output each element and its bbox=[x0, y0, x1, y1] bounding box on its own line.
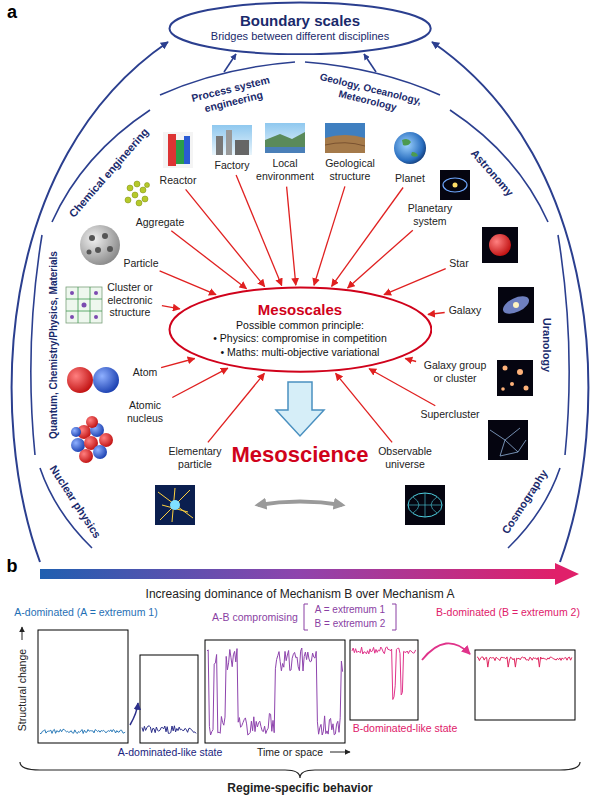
scale-label: Local environment bbox=[252, 157, 318, 182]
panel-letter: b bbox=[7, 556, 18, 578]
regime-label: A-dominated (A = extremum 1) bbox=[14, 606, 157, 619]
axis-label: Time or space bbox=[257, 746, 323, 759]
signal-trace bbox=[207, 648, 343, 735]
ellipse-shape bbox=[169, 2, 430, 54]
signal-trace bbox=[352, 647, 416, 700]
scale-label: Aggregate bbox=[136, 216, 184, 229]
discipline-label: Geology, Oceanology, Meteorology bbox=[306, 69, 430, 121]
scale-label: Atomic nucleus bbox=[120, 399, 170, 424]
scale-label: Supercluster bbox=[421, 408, 480, 421]
state-label: B-dominated-like state bbox=[353, 722, 457, 735]
regime-label: A = extremum 1 bbox=[315, 604, 385, 616]
scale-label: Particle bbox=[123, 257, 158, 270]
converging-arrow bbox=[428, 313, 445, 315]
axis-label: Structural change bbox=[16, 649, 29, 731]
discipline-label: Uranology bbox=[539, 318, 552, 372]
signal-trace bbox=[40, 729, 125, 733]
scale-label: Planet bbox=[395, 172, 425, 185]
converging-arrow bbox=[336, 373, 393, 442]
node-heading: Boundary scales bbox=[200, 12, 400, 30]
mesoscale-ellipse: MesoscalesPossible common principle:• Ph… bbox=[168, 286, 433, 373]
scale-label: Observable universe bbox=[375, 445, 435, 470]
scale-label: Factory bbox=[214, 159, 249, 172]
regime-label: A-B compromising bbox=[212, 611, 298, 624]
node-heading: Mesoscales bbox=[207, 301, 393, 319]
state-label: A-dominated-like state bbox=[118, 746, 222, 759]
node-text-block: Boundary scalesBridges between different… bbox=[200, 12, 400, 44]
boundary-ellipse: Boundary scalesBridges between different… bbox=[168, 1, 432, 56]
discipline-label: Cosmography bbox=[499, 467, 550, 536]
converging-arrow bbox=[287, 187, 296, 286]
signal-trace bbox=[142, 726, 196, 734]
signal-trace bbox=[477, 657, 572, 667]
converging-arrow bbox=[171, 231, 246, 289]
converging-arrow bbox=[161, 359, 195, 368]
axis-caption: Increasing dominance of Mechanism B over… bbox=[146, 587, 455, 601]
scale-label: Galaxy bbox=[449, 304, 482, 317]
regime-label: B = extremum 2 bbox=[315, 618, 386, 630]
node-text: Possible common principle: bbox=[207, 319, 393, 332]
node-text: • Physics: compromise in competition bbox=[207, 332, 393, 345]
converging-arrow bbox=[160, 271, 216, 295]
converging-arrow bbox=[162, 306, 180, 309]
discipline-label: Quantum, Chemistry/Physics, Materials bbox=[48, 251, 60, 439]
converging-arrow bbox=[384, 269, 446, 295]
scale-label: Atom bbox=[133, 366, 158, 379]
scale-label: Cluster or electronic structure bbox=[102, 281, 158, 319]
converging-arrow bbox=[314, 186, 345, 285]
scale-label: Reactor bbox=[160, 174, 197, 187]
node-text: Bridges between different disciplines bbox=[200, 30, 400, 44]
panel-letter: a bbox=[7, 2, 17, 24]
converging-arrow bbox=[208, 373, 265, 442]
converging-arrow bbox=[236, 175, 282, 286]
brace-label: Regime-specific behavior bbox=[227, 781, 372, 795]
scale-label: Geological structure bbox=[317, 157, 383, 182]
node-text: • Maths: multi-objective variational bbox=[207, 346, 393, 359]
scale-label: Elementary particle bbox=[165, 445, 225, 470]
scale-label: Star bbox=[449, 257, 468, 270]
converging-arrow bbox=[348, 230, 413, 288]
converging-arrow bbox=[172, 368, 228, 397]
discipline-label: Process system engineering bbox=[182, 72, 280, 119]
converging-arrow bbox=[405, 359, 416, 362]
discipline-label: Astronomy bbox=[467, 146, 515, 198]
scale-label: Planetary system bbox=[400, 202, 460, 227]
regime-label: B-dominated (B = extremum 2) bbox=[436, 606, 580, 619]
converging-arrow bbox=[332, 188, 404, 287]
node-text-block: MesoscalesPossible common principle:• Ph… bbox=[207, 301, 393, 358]
converging-arrow bbox=[369, 369, 435, 406]
scale-label: Galaxy group or cluster bbox=[420, 359, 490, 384]
mesoscience-title: Mesoscience bbox=[232, 442, 369, 468]
ellipse-shape bbox=[169, 288, 431, 372]
